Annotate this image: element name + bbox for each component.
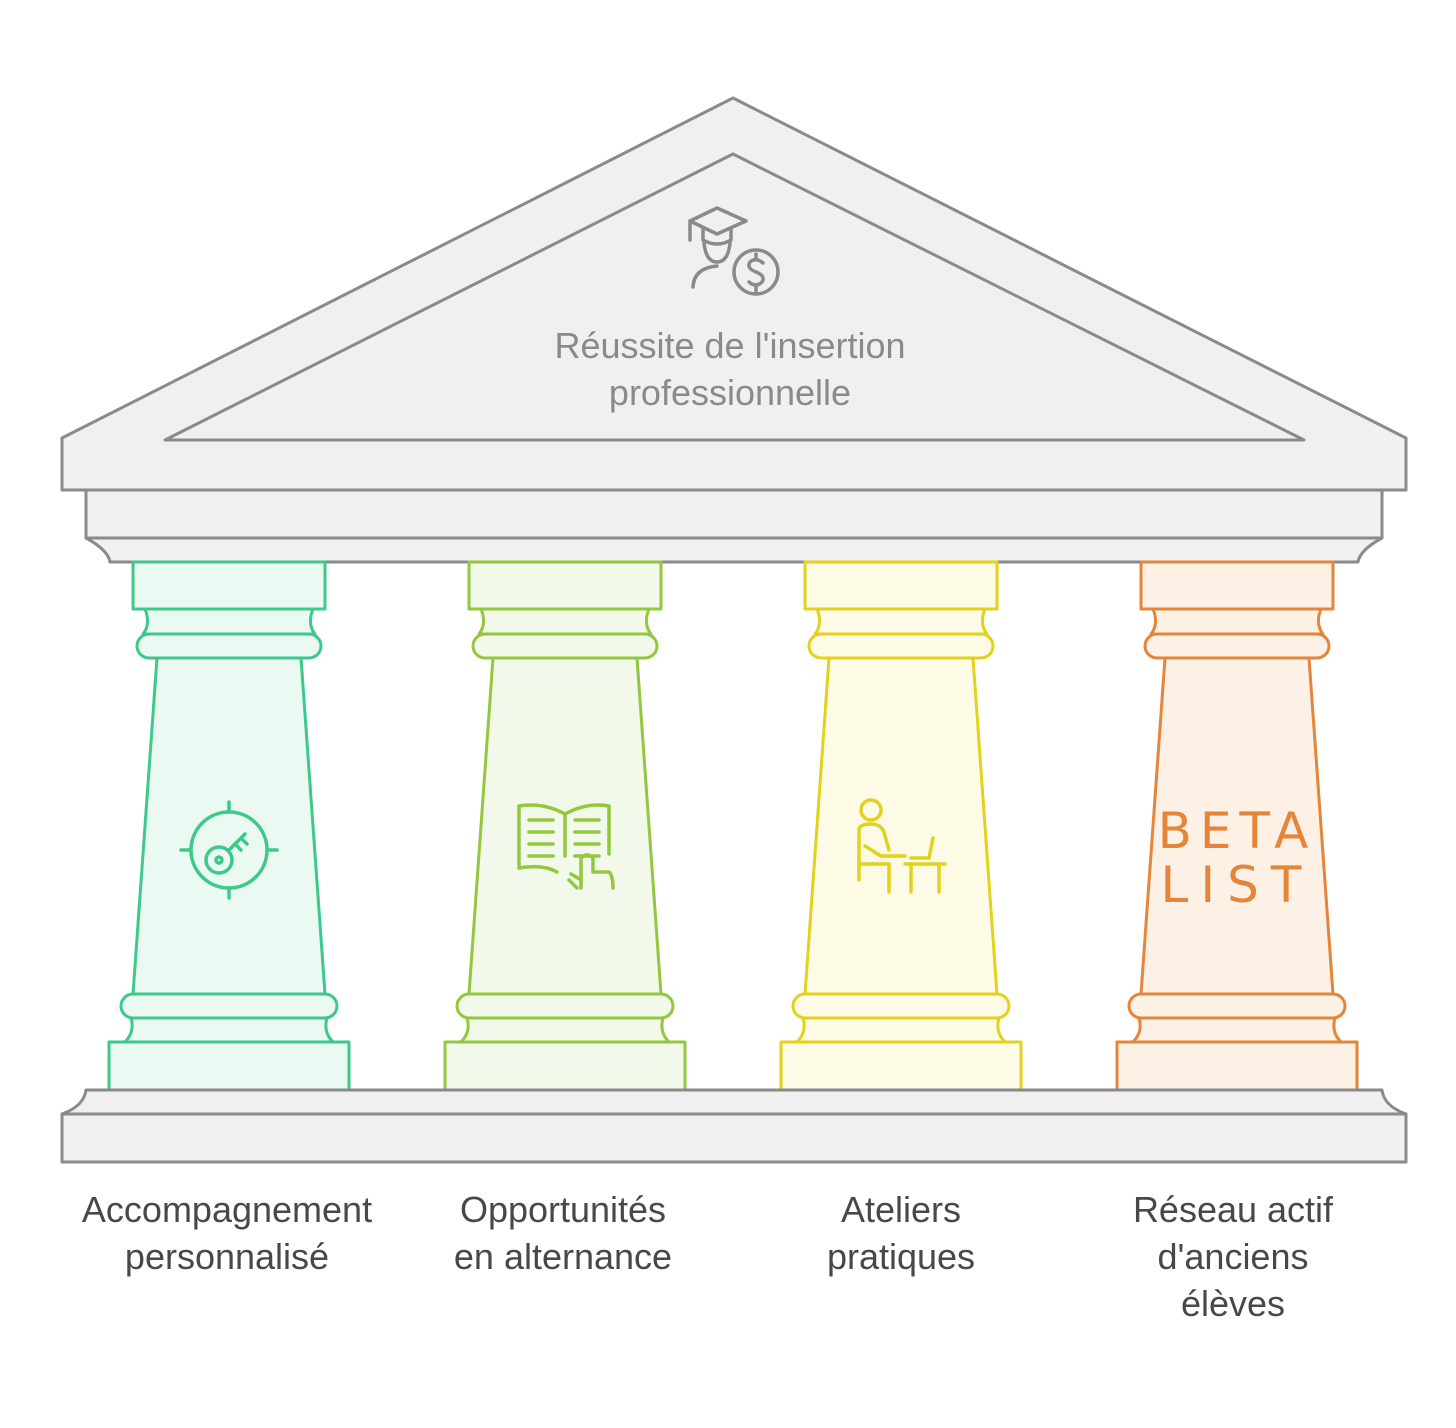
- pillar-plinth: [1115, 1040, 1359, 1092]
- pillar-ring-bottom: [119, 992, 339, 1020]
- logo-line2: LIST: [1161, 856, 1314, 914]
- pillar-foot: [1131, 1016, 1343, 1044]
- pillar-plinth: [107, 1040, 351, 1092]
- caption-line: personnalisé: [124, 1236, 330, 1277]
- architrave: [84, 488, 1384, 540]
- pillar-capital: [1139, 560, 1335, 611]
- base-molding: [60, 1088, 1408, 1116]
- pillar-capital: [131, 560, 327, 611]
- logo-line1: BETA: [1158, 802, 1317, 860]
- open-book-hand-icon: [517, 803, 615, 890]
- pillar-1: [107, 560, 351, 1092]
- pillar-foot: [459, 1016, 671, 1044]
- pillar-2: [443, 560, 687, 1092]
- pillar-neck: [1149, 607, 1325, 636]
- pillar-ring-bottom: [1127, 992, 1347, 1020]
- roof-inner: [163, 152, 1306, 442]
- pillar-foot: [123, 1016, 335, 1044]
- pillar-caption-3: Ateliers pratiques: [721, 1186, 1081, 1280]
- pillar-caption-1: Accompagnement personnalisé: [47, 1186, 407, 1280]
- pillar-plinth: [779, 1040, 1023, 1092]
- pillar-ring-bottom: [455, 992, 675, 1020]
- graduate-money-icon: [688, 206, 780, 296]
- caption-line: Accompagnement: [81, 1189, 373, 1230]
- caption-line: pratiques: [826, 1236, 976, 1277]
- target-key-icon: [179, 800, 279, 900]
- roof-title-line2: professionnelle: [608, 372, 852, 413]
- caption-line: Réseau actif: [1132, 1189, 1334, 1230]
- pillar-neck: [141, 607, 317, 636]
- caption-line: élèves: [1180, 1283, 1286, 1324]
- roof-title-line1: Réussite de l'insertion: [554, 325, 906, 366]
- temple-base: [60, 1088, 1408, 1164]
- caption-line: Ateliers: [840, 1189, 962, 1230]
- architrave-molding: [84, 536, 1384, 564]
- temple-roof: [60, 96, 1408, 564]
- base-step: [60, 1112, 1408, 1164]
- pillar-caption-2: Opportunités en alternance: [383, 1186, 743, 1280]
- person-at-desk-icon: [857, 798, 947, 894]
- pillar-shaft: [803, 656, 999, 996]
- pillar-capital: [467, 560, 663, 611]
- pillar-ring-top: [135, 632, 323, 660]
- pillar-shaft: [131, 656, 327, 996]
- caption-line: en alternance: [453, 1236, 673, 1277]
- pillar-ring-top: [471, 632, 659, 660]
- pillar-neck: [813, 607, 989, 636]
- pillar-ring-top: [1143, 632, 1331, 660]
- pillar-plinth: [443, 1040, 687, 1092]
- pillar-ring-bottom: [791, 992, 1011, 1020]
- pillar-caption-4: Réseau actif d'anciens élèves: [1053, 1186, 1413, 1327]
- pillar-ring-top: [807, 632, 995, 660]
- pillar-neck: [477, 607, 653, 636]
- caption-line: d'anciens: [1157, 1236, 1309, 1277]
- pillar-foot: [795, 1016, 1007, 1044]
- roof-title: Réussite de l'insertion professionnelle: [430, 322, 1030, 416]
- pillar-capital: [803, 560, 999, 611]
- pillar-3: [779, 560, 1023, 1092]
- caption-line: Opportunités: [459, 1189, 667, 1230]
